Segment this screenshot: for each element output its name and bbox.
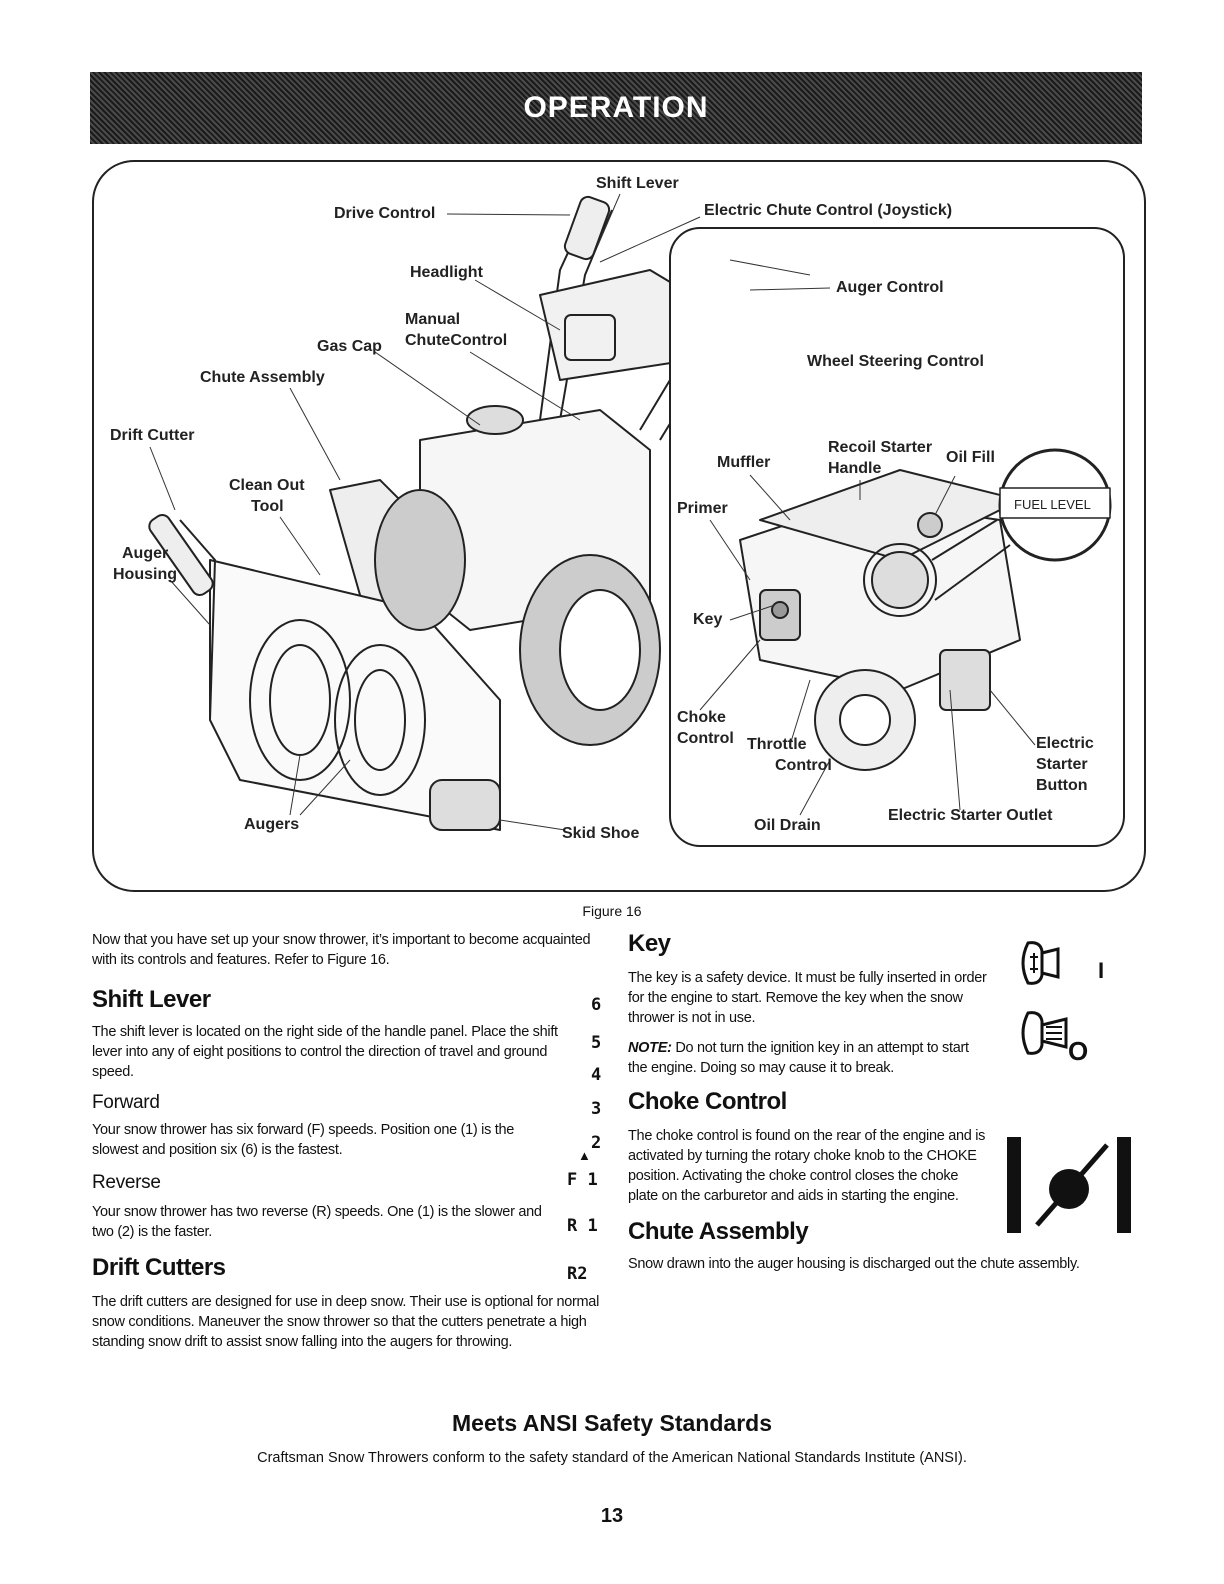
gear-arrow-icon: ▲: [578, 1148, 591, 1163]
label-gas-cap: Gas Cap: [317, 338, 382, 355]
label-fuel-level: FUEL LEVEL: [1014, 497, 1091, 512]
label-recoil-2: Handle: [828, 460, 882, 477]
label-electric-chute-control: Electric Chute Control (Joystick): [704, 202, 953, 219]
drift-cutters-heading: Drift Cutters: [92, 1254, 226, 1281]
shift-lever-heading: Shift Lever: [92, 986, 211, 1013]
section-title: OPERATION: [523, 91, 709, 124]
label-electric-starter-2: Starter: [1036, 756, 1088, 773]
key-text: The key is a safety device. It must be f…: [628, 970, 987, 1026]
page-number: 13: [600, 1505, 624, 1527]
choke-control-text: The choke control is found on the rear o…: [628, 1128, 986, 1204]
label-auger-housing-2: Housing: [113, 566, 177, 583]
label-starter-outlet: Electric Starter Outlet: [888, 807, 1053, 824]
label-electric-starter-1: Electric: [1036, 735, 1094, 752]
gear-3: 3: [591, 1099, 602, 1119]
label-skid-shoe: Skid Shoe: [562, 825, 640, 842]
figure-caption: Figure 16: [582, 903, 642, 919]
key-off-icon: [1021, 1011, 1068, 1055]
key-on-icon: [1021, 941, 1060, 985]
forward-text: Your snow thrower has six forward (F) sp…: [92, 1122, 515, 1158]
gear-r2: R2: [567, 1264, 588, 1284]
reverse-heading: Reverse: [92, 1172, 161, 1193]
label-clean-out-1: Clean Out: [229, 477, 305, 494]
key-heading: Key: [628, 930, 671, 957]
label-choke-1: Choke: [677, 709, 726, 726]
drift-cutters-text: The drift cutters are designed for use i…: [92, 1294, 599, 1350]
label-oil-drain: Oil Drain: [754, 817, 821, 834]
snow-thrower-illustration: [148, 193, 1125, 847]
label-muffler: Muffler: [717, 454, 771, 471]
gear-2: 2: [591, 1133, 602, 1153]
gear-r1: R 1: [567, 1216, 598, 1236]
label-clean-out-2: Tool: [251, 498, 284, 515]
label-drift-cutter: Drift Cutter: [110, 427, 195, 444]
label-recoil-1: Recoil Starter: [828, 439, 933, 456]
label-choke-2: Control: [677, 730, 734, 747]
label-shift-lever: Shift Lever: [596, 175, 679, 192]
ansi-text: Craftsman Snow Throwers conform to the s…: [257, 1450, 967, 1466]
label-manual-chute-1: Manual: [405, 311, 461, 328]
label-headlight: Headlight: [410, 264, 483, 281]
right-column: Key The key is a safety device. It must …: [628, 930, 1080, 1274]
forward-heading: Forward: [92, 1092, 160, 1113]
label-drive-control: Drive Control: [334, 205, 436, 222]
chute-assembly-heading: Chute Assembly: [628, 1218, 809, 1245]
gear-6: 6: [591, 995, 602, 1015]
reverse-text: Your snow thrower has two reverse (R) sp…: [92, 1204, 542, 1240]
label-auger-control: Auger Control: [836, 279, 944, 296]
label-throttle-2: Control: [775, 757, 832, 774]
key-on-symbol: I: [1098, 958, 1105, 983]
note-text: Do not turn the ignition key in an attem…: [628, 1040, 969, 1076]
gear-5: 5: [591, 1033, 602, 1053]
chute-assembly-text: Snow drawn into the auger housing is dis…: [628, 1256, 1080, 1272]
label-primer: Primer: [677, 500, 728, 517]
label-manual-chute-2: ChuteControl: [405, 332, 508, 349]
key-note: NOTE: Do not turn the ignition key in an…: [628, 1038, 988, 1078]
key-symbols: [1021, 941, 1068, 1055]
label-augers: Augers: [244, 816, 300, 833]
figure-frame: [92, 160, 1146, 892]
gear-4: 4: [591, 1065, 602, 1085]
label-throttle-1: Throttle: [747, 736, 807, 753]
shift-lever-text: The shift lever is located on the right …: [92, 1024, 558, 1080]
note-label: NOTE:: [628, 1040, 672, 1056]
gear-f1: F 1: [567, 1170, 598, 1190]
ansi-heading: Meets ANSI Safety Standards: [452, 1410, 772, 1436]
label-auger-housing-1: Auger: [122, 545, 169, 562]
intro-text: Now that you have set up your snow throw…: [92, 932, 591, 968]
section-banner: OPERATION: [90, 72, 1142, 144]
label-electric-starter-3: Button: [1036, 777, 1088, 794]
key-off-symbol: O: [1068, 1036, 1089, 1066]
label-key: Key: [693, 611, 723, 628]
choke-symbol-icon: [1007, 1137, 1131, 1233]
label-oil-fill: Oil Fill: [946, 449, 995, 466]
label-wheel-steering: Wheel Steering Control: [807, 353, 984, 370]
left-column: Now that you have set up your snow throw…: [92, 930, 599, 1352]
label-chute-assembly: Chute Assembly: [200, 369, 325, 386]
choke-control-heading: Choke Control: [628, 1088, 787, 1115]
